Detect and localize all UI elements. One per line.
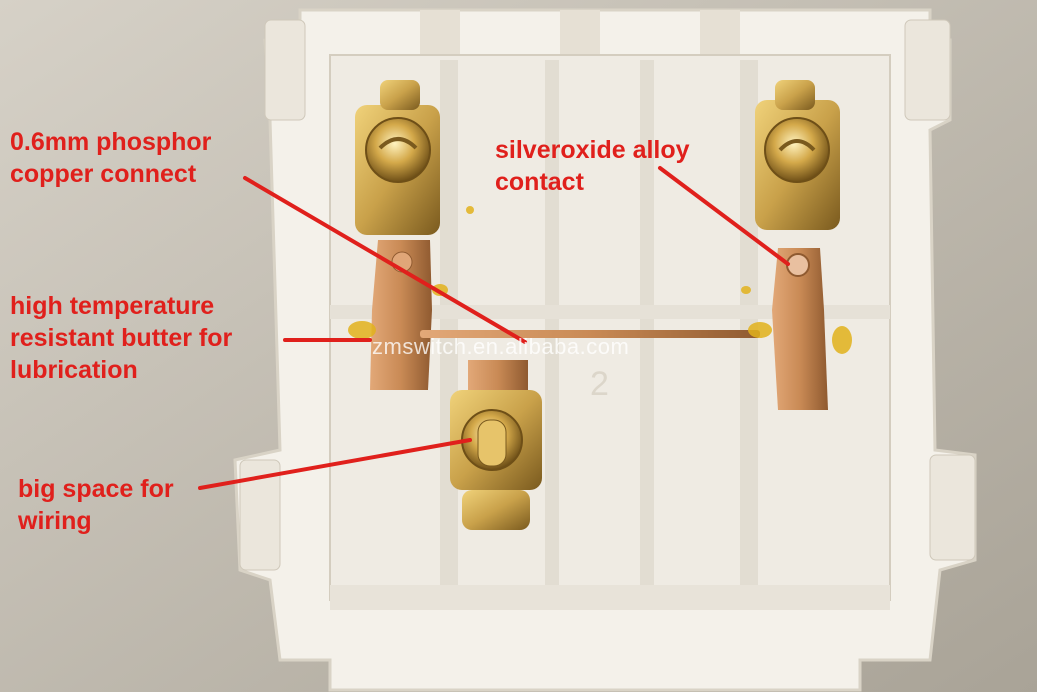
annotation-line: resistant butter for [10,324,233,352]
annotation-line: wiring [18,507,92,535]
annotation-phosphor-copper: 0.6mm phosphor copper connect [10,126,211,190]
annotation-line: contact [495,168,584,196]
leader-phosphor-copper [243,176,527,344]
annotation-leaders [198,166,790,490]
bottom-terminal [450,360,542,530]
annotation-line: silveroxide alloy [495,136,690,164]
leader-silveroxide [658,166,790,266]
annotation-line: 0.6mm phosphor [10,128,212,156]
grease-spots [348,206,852,354]
annotation-line: high temperature [10,292,215,320]
annotation-silveroxide: silveroxide alloy contact [495,134,690,198]
svg-text:2: 2 [590,365,609,403]
annotation-line: lubrication [10,356,138,384]
watermark-text: zmswitch.en.alibaba.com [372,334,630,359]
right-terminal [755,80,840,410]
leader-wiring [198,438,472,490]
annotation-wiring: big space for wiring [18,473,174,537]
annotation-line: big space for [18,475,174,503]
annotation-butter: high temperature resistant butter for lu… [10,290,232,386]
annotation-line: copper connect [10,160,197,188]
